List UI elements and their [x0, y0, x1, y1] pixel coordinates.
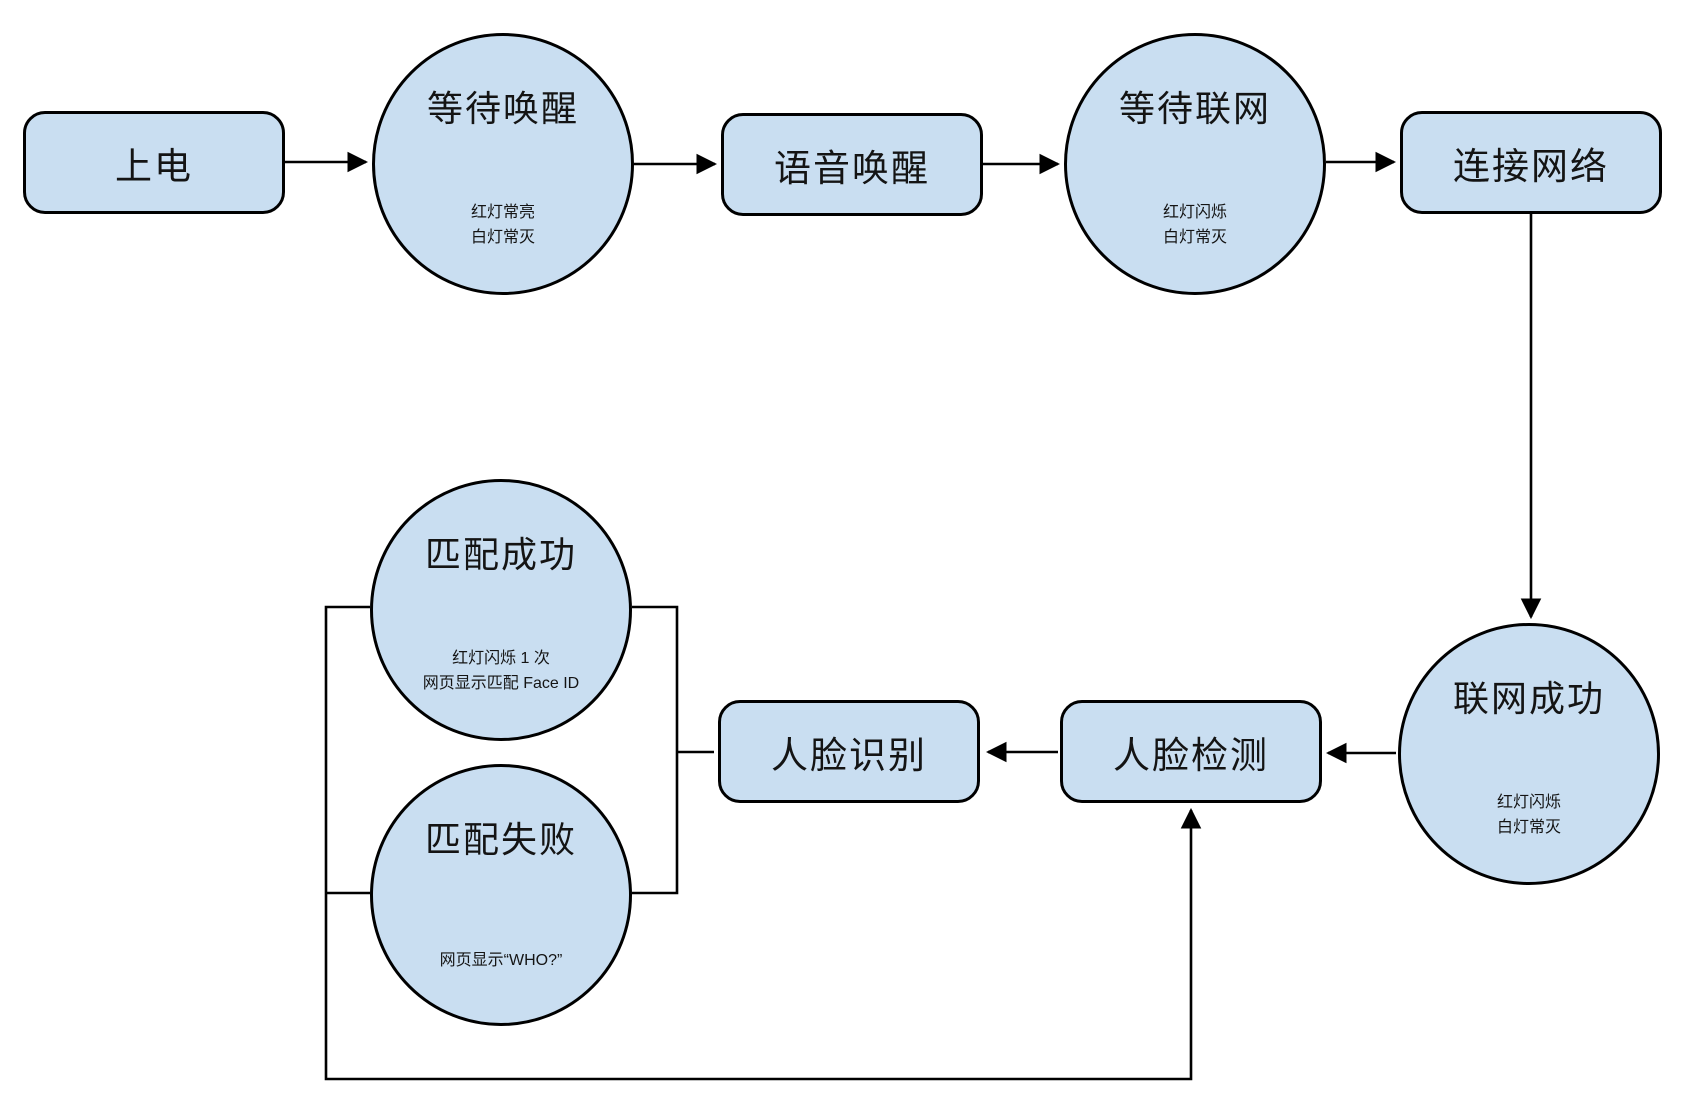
node-connect-network: 连接网络 — [1400, 111, 1662, 214]
node-wait-wake-label: 等待唤醒 — [426, 88, 579, 129]
node-wait-network-note: 红灯闪烁 白灯常灭 — [1162, 204, 1227, 246]
node-face-detect-label: 人脸检测 — [1113, 734, 1269, 776]
node-match-fail-note: 网页显示“WHO?” — [439, 952, 563, 969]
node-match-success-note: 红灯闪烁 1 次 网页显示匹配 Face ID — [422, 650, 580, 692]
node-voice-wake-label: 语音唤醒 — [774, 147, 930, 189]
node-match-fail-label: 匹配失败 — [424, 819, 577, 860]
node-power-on-label: 上电 — [115, 145, 193, 187]
edge-bracket-match-results — [632, 605, 679, 895]
node-connect-network-label: 连接网络 — [1453, 145, 1609, 187]
node-wait-wake-note: 红灯常亮 白灯常灭 — [470, 204, 535, 246]
node-match-success: 匹配成功 红灯闪烁 1 次 网页显示匹配 Face ID — [370, 479, 632, 741]
node-face-detect: 人脸检测 — [1060, 700, 1322, 803]
node-wait-wake: 等待唤醒 红灯常亮 白灯常灭 — [372, 33, 634, 295]
node-power-on: 上电 — [23, 111, 285, 214]
edge-loop-to-facedet — [324, 605, 1202, 1081]
node-wait-network-label: 等待联网 — [1118, 88, 1271, 129]
node-network-success: 联网成功 红灯闪烁 白灯常灭 — [1398, 623, 1660, 885]
node-match-success-label: 匹配成功 — [424, 534, 577, 575]
node-network-success-label: 联网成功 — [1452, 678, 1605, 719]
node-network-success-note: 红灯闪烁 白灯常灭 — [1496, 794, 1561, 836]
node-voice-wake: 语音唤醒 — [721, 113, 983, 216]
node-wait-network: 等待联网 红灯闪烁 白灯常灭 — [1064, 33, 1326, 295]
node-match-fail: 匹配失败 网页显示“WHO?” — [370, 764, 632, 1026]
node-face-recognize: 人脸识别 — [718, 700, 980, 803]
node-face-recognize-label: 人脸识别 — [771, 734, 927, 776]
